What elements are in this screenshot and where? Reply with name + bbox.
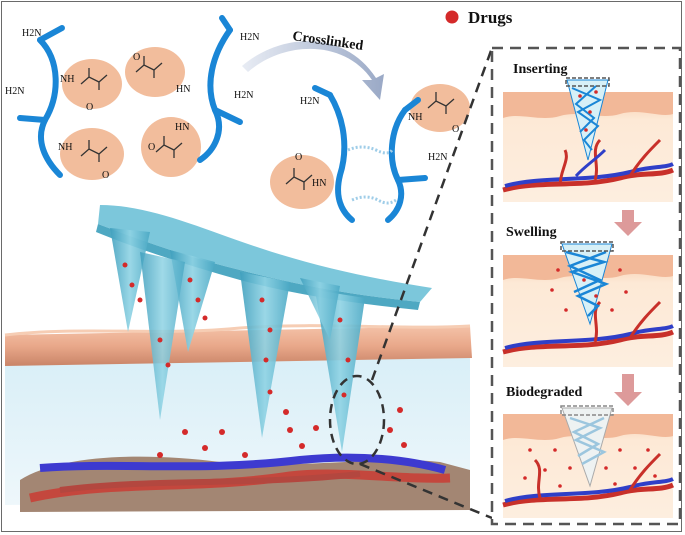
carbonyl-label: O	[102, 170, 109, 181]
patch-backing	[98, 205, 432, 302]
stage-biodegraded: Biodegraded	[502, 385, 675, 518]
amide-label: NH	[58, 142, 72, 153]
amide-label: HN	[312, 178, 326, 189]
monomer-bead	[125, 47, 185, 97]
blood-vessel-red	[59, 471, 361, 493]
amide-label: HN	[175, 122, 189, 133]
drug-dot-icon	[445, 10, 459, 24]
amine-label: H2N	[5, 86, 24, 97]
legend-label: Drugs	[468, 8, 513, 27]
blood-vessel-red	[502, 167, 675, 193]
zoom-line	[359, 462, 493, 520]
monomer-bead	[270, 155, 334, 209]
curved-arrow-icon	[242, 41, 384, 100]
monomer-bead	[410, 84, 470, 132]
microneedle	[300, 278, 340, 340]
monomer-bead	[62, 59, 122, 109]
stage-swelling: Swelling	[502, 225, 675, 367]
polymer-chain	[197, 27, 233, 163]
polymer-chain	[37, 37, 63, 178]
amine-label: H2N	[240, 32, 259, 43]
down-arrow-icon	[614, 374, 642, 406]
carbonyl-label: O	[295, 152, 302, 163]
zoom-line	[370, 47, 494, 381]
amine-label: H2N	[428, 152, 447, 163]
amine-label: H2N	[22, 28, 41, 39]
legend: Drugs	[445, 8, 513, 27]
down-arrow-icon	[614, 210, 642, 236]
carbonyl-label: O	[148, 142, 155, 153]
polymer-chain	[327, 92, 355, 223]
monomer-bead	[141, 117, 201, 177]
amine-label: H2N	[234, 90, 253, 101]
polymer-chain	[385, 107, 408, 223]
uncrosslinked-polymer: H2N H2N H2N H2N NH NH HN HN O O O O	[5, 15, 259, 181]
carbonyl-label: O	[86, 102, 93, 113]
blood-vessel-red	[502, 329, 675, 355]
drug-particles	[122, 262, 407, 458]
blood-vessel-blue	[504, 477, 674, 503]
stage-label-inserting: Inserting	[513, 62, 567, 77]
amide-label: NH	[60, 74, 74, 85]
monomer-bead	[60, 128, 124, 180]
crosslink-bond	[351, 195, 397, 205]
carbonyl-label: O	[452, 124, 459, 135]
blood-vessel-blue	[504, 162, 674, 188]
blood-vessel-blue	[504, 324, 674, 350]
zoom-highlight	[328, 374, 386, 466]
carbonyl-label: O	[133, 52, 140, 63]
blood-vessel-blue	[39, 453, 447, 474]
amine-label: H2N	[300, 96, 319, 107]
crosslink-bond	[347, 145, 394, 155]
microneedle	[110, 228, 150, 332]
stage-inserting: Inserting	[502, 62, 675, 202]
microneedle	[240, 272, 290, 438]
microneedle	[140, 252, 185, 420]
amide-label: HN	[176, 84, 190, 95]
stage-label-swelling: Swelling	[506, 225, 557, 240]
stage-label-biodegraded: Biodegraded	[506, 385, 582, 400]
amide-label: NH	[408, 112, 422, 123]
blood-vessel-red	[502, 482, 675, 508]
microneedle-scene	[4, 47, 494, 520]
crosslinked-polymer: H2N H2N HN NH O O	[270, 84, 470, 223]
